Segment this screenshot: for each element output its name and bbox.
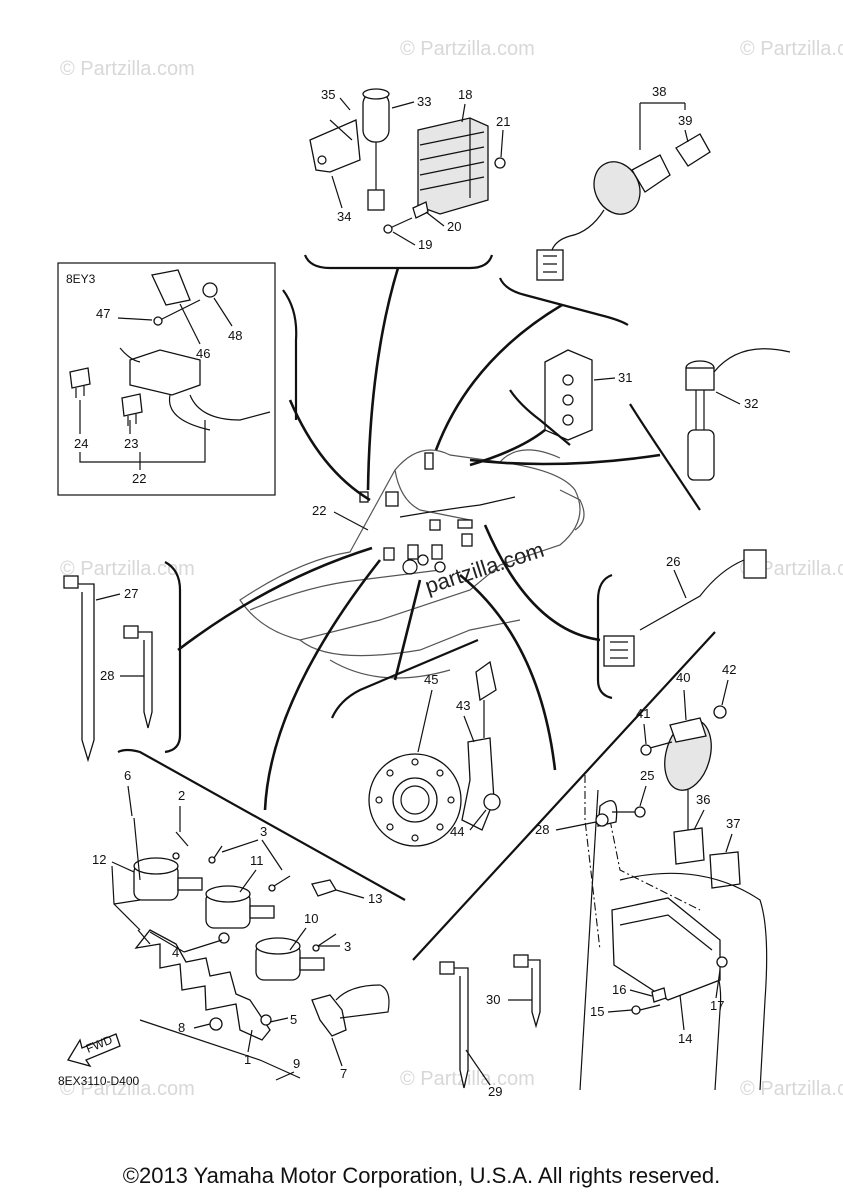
group-pickup: 45 43 44 (330, 638, 501, 847)
callout-17: 17 (710, 998, 724, 1013)
watermark: © Partzilla.com (740, 1078, 843, 1100)
callout-42: 42 (722, 662, 736, 677)
watermark: © Partzilla.com (400, 38, 535, 60)
callout-18: 18 (458, 87, 472, 102)
callout-45: 45 (424, 672, 438, 687)
leader-lines (177, 267, 661, 811)
callout-22: 22 (312, 503, 326, 518)
callout-34: 34 (337, 209, 351, 224)
callout-48: 48 (228, 328, 242, 343)
callout-1: 1 (244, 1052, 251, 1067)
callout-9: 9 (293, 1056, 300, 1071)
callout-21: 21 (496, 114, 510, 129)
diagram-code: 8EX3110-D400 (58, 1074, 139, 1088)
callout-12: 12 (92, 852, 106, 867)
group-cdi-cover: 40 42 41 25 36 37 (412, 631, 741, 961)
watermark: © Partzilla.com (400, 1068, 535, 1090)
callout-11: 11 (250, 853, 264, 868)
group-connectors: 31 32 (509, 348, 791, 511)
callout-37: 37 (726, 816, 740, 831)
callout-25: 25 (640, 768, 654, 783)
callout-15: 15 (590, 1004, 604, 1019)
callout-39: 39 (678, 113, 692, 128)
group-ignition-coils: 6 2 3 12 11 13 10 3 4 5 8 1 7 9 FWD 8EX3… (58, 748, 406, 1088)
callout-35: 35 (321, 87, 335, 102)
watermark: © Partzilla.com (60, 1078, 195, 1100)
callout-47: 47 (96, 306, 110, 321)
callout-20: 20 (447, 219, 461, 234)
callout-32: 32 (744, 396, 758, 411)
flywheel-holes (375, 758, 455, 842)
callout-46: 46 (196, 346, 210, 361)
callout-3-mid: 3 (344, 939, 351, 954)
callout-26: 26 (666, 554, 680, 569)
callout-38: 38 (652, 84, 666, 99)
group-cdi-unit: 28 16 15 17 14 30 29 (439, 775, 768, 1099)
callout-33: 33 (417, 94, 431, 109)
inset-8ey3: 8EY3 47 46 48 24 23 22 (57, 262, 298, 496)
callout-23: 23 (124, 436, 138, 451)
copyright-text: ©2013 Yamaha Motor Corporation, U.S.A. A… (122, 1163, 721, 1188)
ignition-coil-3 (255, 937, 325, 981)
callout-30: 30 (486, 992, 500, 1007)
callout-10: 10 (304, 911, 318, 926)
callout-43: 43 (456, 698, 470, 713)
callout-4: 4 (172, 945, 179, 960)
watermarks: © Partzilla.com © Partzilla.com © Partzi… (60, 38, 843, 1100)
callout-24: 24 (74, 436, 88, 451)
callout-22-inset: 22 (132, 471, 146, 486)
group-regulator: 35 33 18 21 34 20 19 (303, 87, 510, 270)
callout-27: 27 (124, 586, 138, 601)
callout-19: 19 (418, 237, 432, 252)
callout-2: 2 (178, 788, 185, 803)
callout-14: 14 (678, 1031, 692, 1046)
callout-7: 7 (340, 1066, 347, 1081)
callout-29: 29 (488, 1084, 502, 1099)
watermark: © Partzilla.com (60, 558, 195, 580)
watermark: © Partzilla.com (60, 58, 195, 80)
group-cable-ties-left: 27 28 (63, 561, 182, 763)
ignition-coil-2 (205, 885, 275, 929)
callout-3-top: 3 (260, 824, 267, 839)
parts-diagram: © Partzilla.com © Partzilla.com © Partzi… (57, 38, 843, 1100)
watermark: © Partzilla.com (740, 38, 843, 60)
callout-13: 13 (368, 891, 382, 906)
callout-8: 8 (178, 1020, 185, 1035)
snowmobile-outline: 22 partzilla.com (239, 449, 585, 679)
callout-41: 41 (636, 706, 650, 721)
callout-40: 40 (676, 670, 690, 685)
callout-5: 5 (290, 1012, 297, 1027)
ignition-coil-1 (133, 857, 203, 901)
callout-16: 16 (612, 982, 626, 997)
callout-36: 36 (696, 792, 710, 807)
callout-28-right: 28 (535, 822, 549, 837)
callout-28-left: 28 (100, 668, 114, 683)
group-harness: 26 (596, 549, 767, 700)
callout-44: 44 (450, 824, 464, 839)
callout-31: 31 (618, 370, 632, 385)
callout-6: 6 (124, 768, 131, 783)
fwd-arrow-icon: FWD (67, 1032, 121, 1068)
group-main-switch: 38 39 (498, 84, 711, 326)
inset-label: 8EY3 (66, 272, 96, 286)
